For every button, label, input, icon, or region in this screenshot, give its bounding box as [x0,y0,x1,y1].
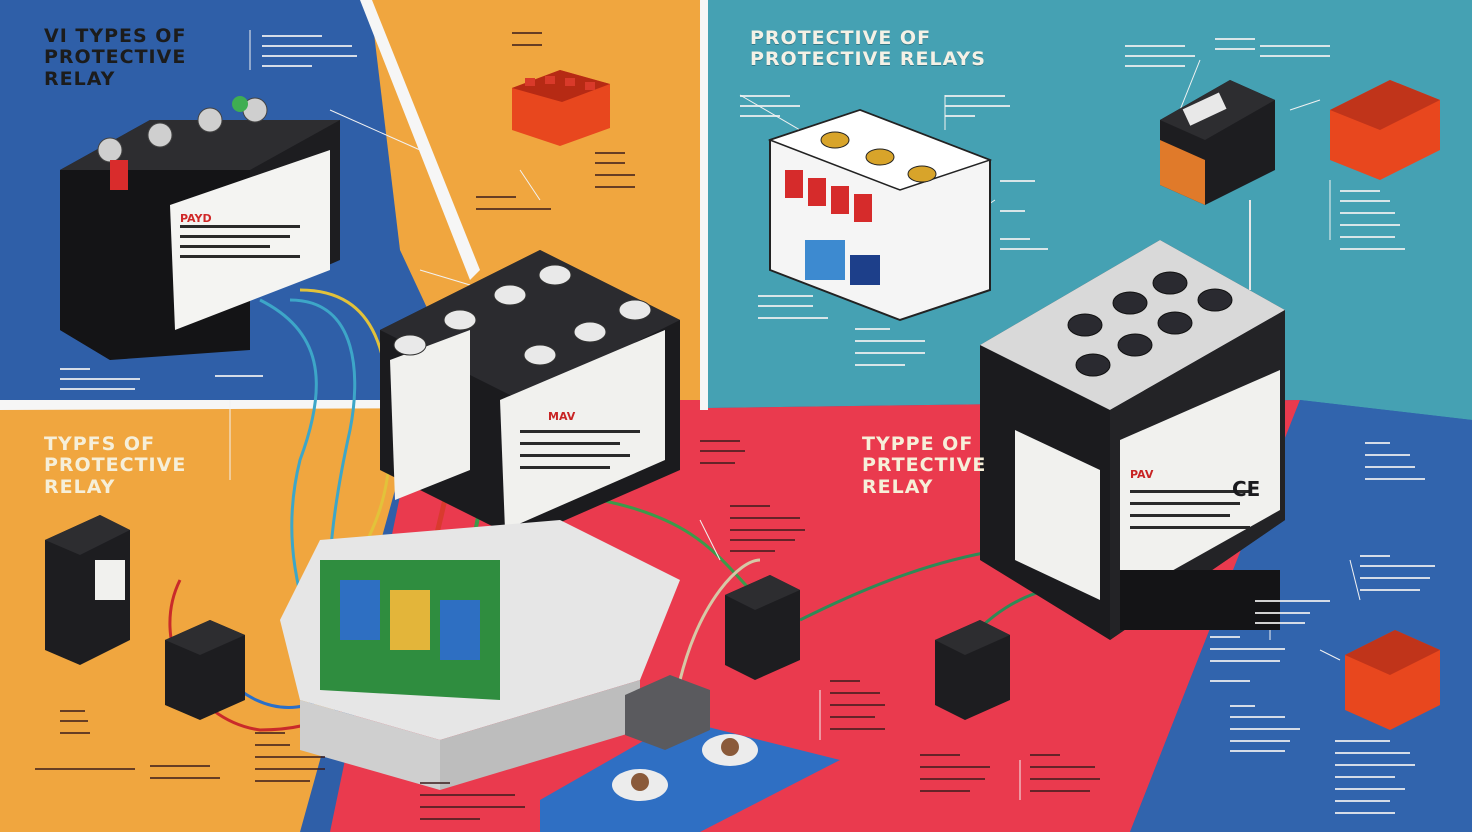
relay-top-left [60,96,340,360]
relay-white-top [767,108,993,322]
title-mid-center-line2: PRTECTIVE [862,454,987,477]
title-top-right-line1: PROTECTIVE OF [750,27,932,49]
relay-center-twin [380,250,680,540]
relay-orange-right-bottom [1345,630,1440,730]
title-top-left-line1: VI TYPES OF [44,25,187,47]
title-mid-center-line1: TYPPE OF [862,433,974,455]
divider-white [360,0,480,280]
relay-small-center-right [935,620,1010,720]
relay-big-black [980,240,1285,640]
relay-small-bottom-left [165,620,245,720]
relay-orange-right-top [1330,80,1440,180]
relay-right-brand: PAV [1130,468,1154,481]
relay-orange-small [512,70,610,146]
relay-small-top-right [1160,80,1275,205]
title-top-left: VI TYPES OF PROTECTIVE RELAY [44,25,187,90]
socket-tray [540,675,840,832]
title-mid-left: TYPFS OF PROTECTIVE RELAY [44,433,187,498]
title-top-left-line2: PROTECTIVE [44,46,187,69]
divider-white-2 [700,0,708,410]
relay-small-center [725,575,800,680]
title-top-right-line2: PROTECTIVE RELAYS [750,48,986,71]
title-mid-left-line1: TYPFS OF [44,433,156,455]
title-mid-left-line2: PROTECTIVE [44,454,187,477]
title-mid-center-line3: RELAY [862,475,934,498]
title-mid-left-line3: RELAY [44,475,116,498]
title-top-left-line3: RELAY [44,67,116,90]
relay-left-brand: PAYD [180,212,212,225]
terminal-base [280,520,680,790]
relay-small-left [45,515,130,665]
title-mid-center: TYPPE OF PRTECTIVE RELAY [862,433,987,498]
title-top-right: PROTECTIVE OF PROTECTIVE RELAYS [750,27,986,71]
relay-right-cert: CE [1232,477,1260,501]
relay-center-brand: MAV [548,410,576,423]
